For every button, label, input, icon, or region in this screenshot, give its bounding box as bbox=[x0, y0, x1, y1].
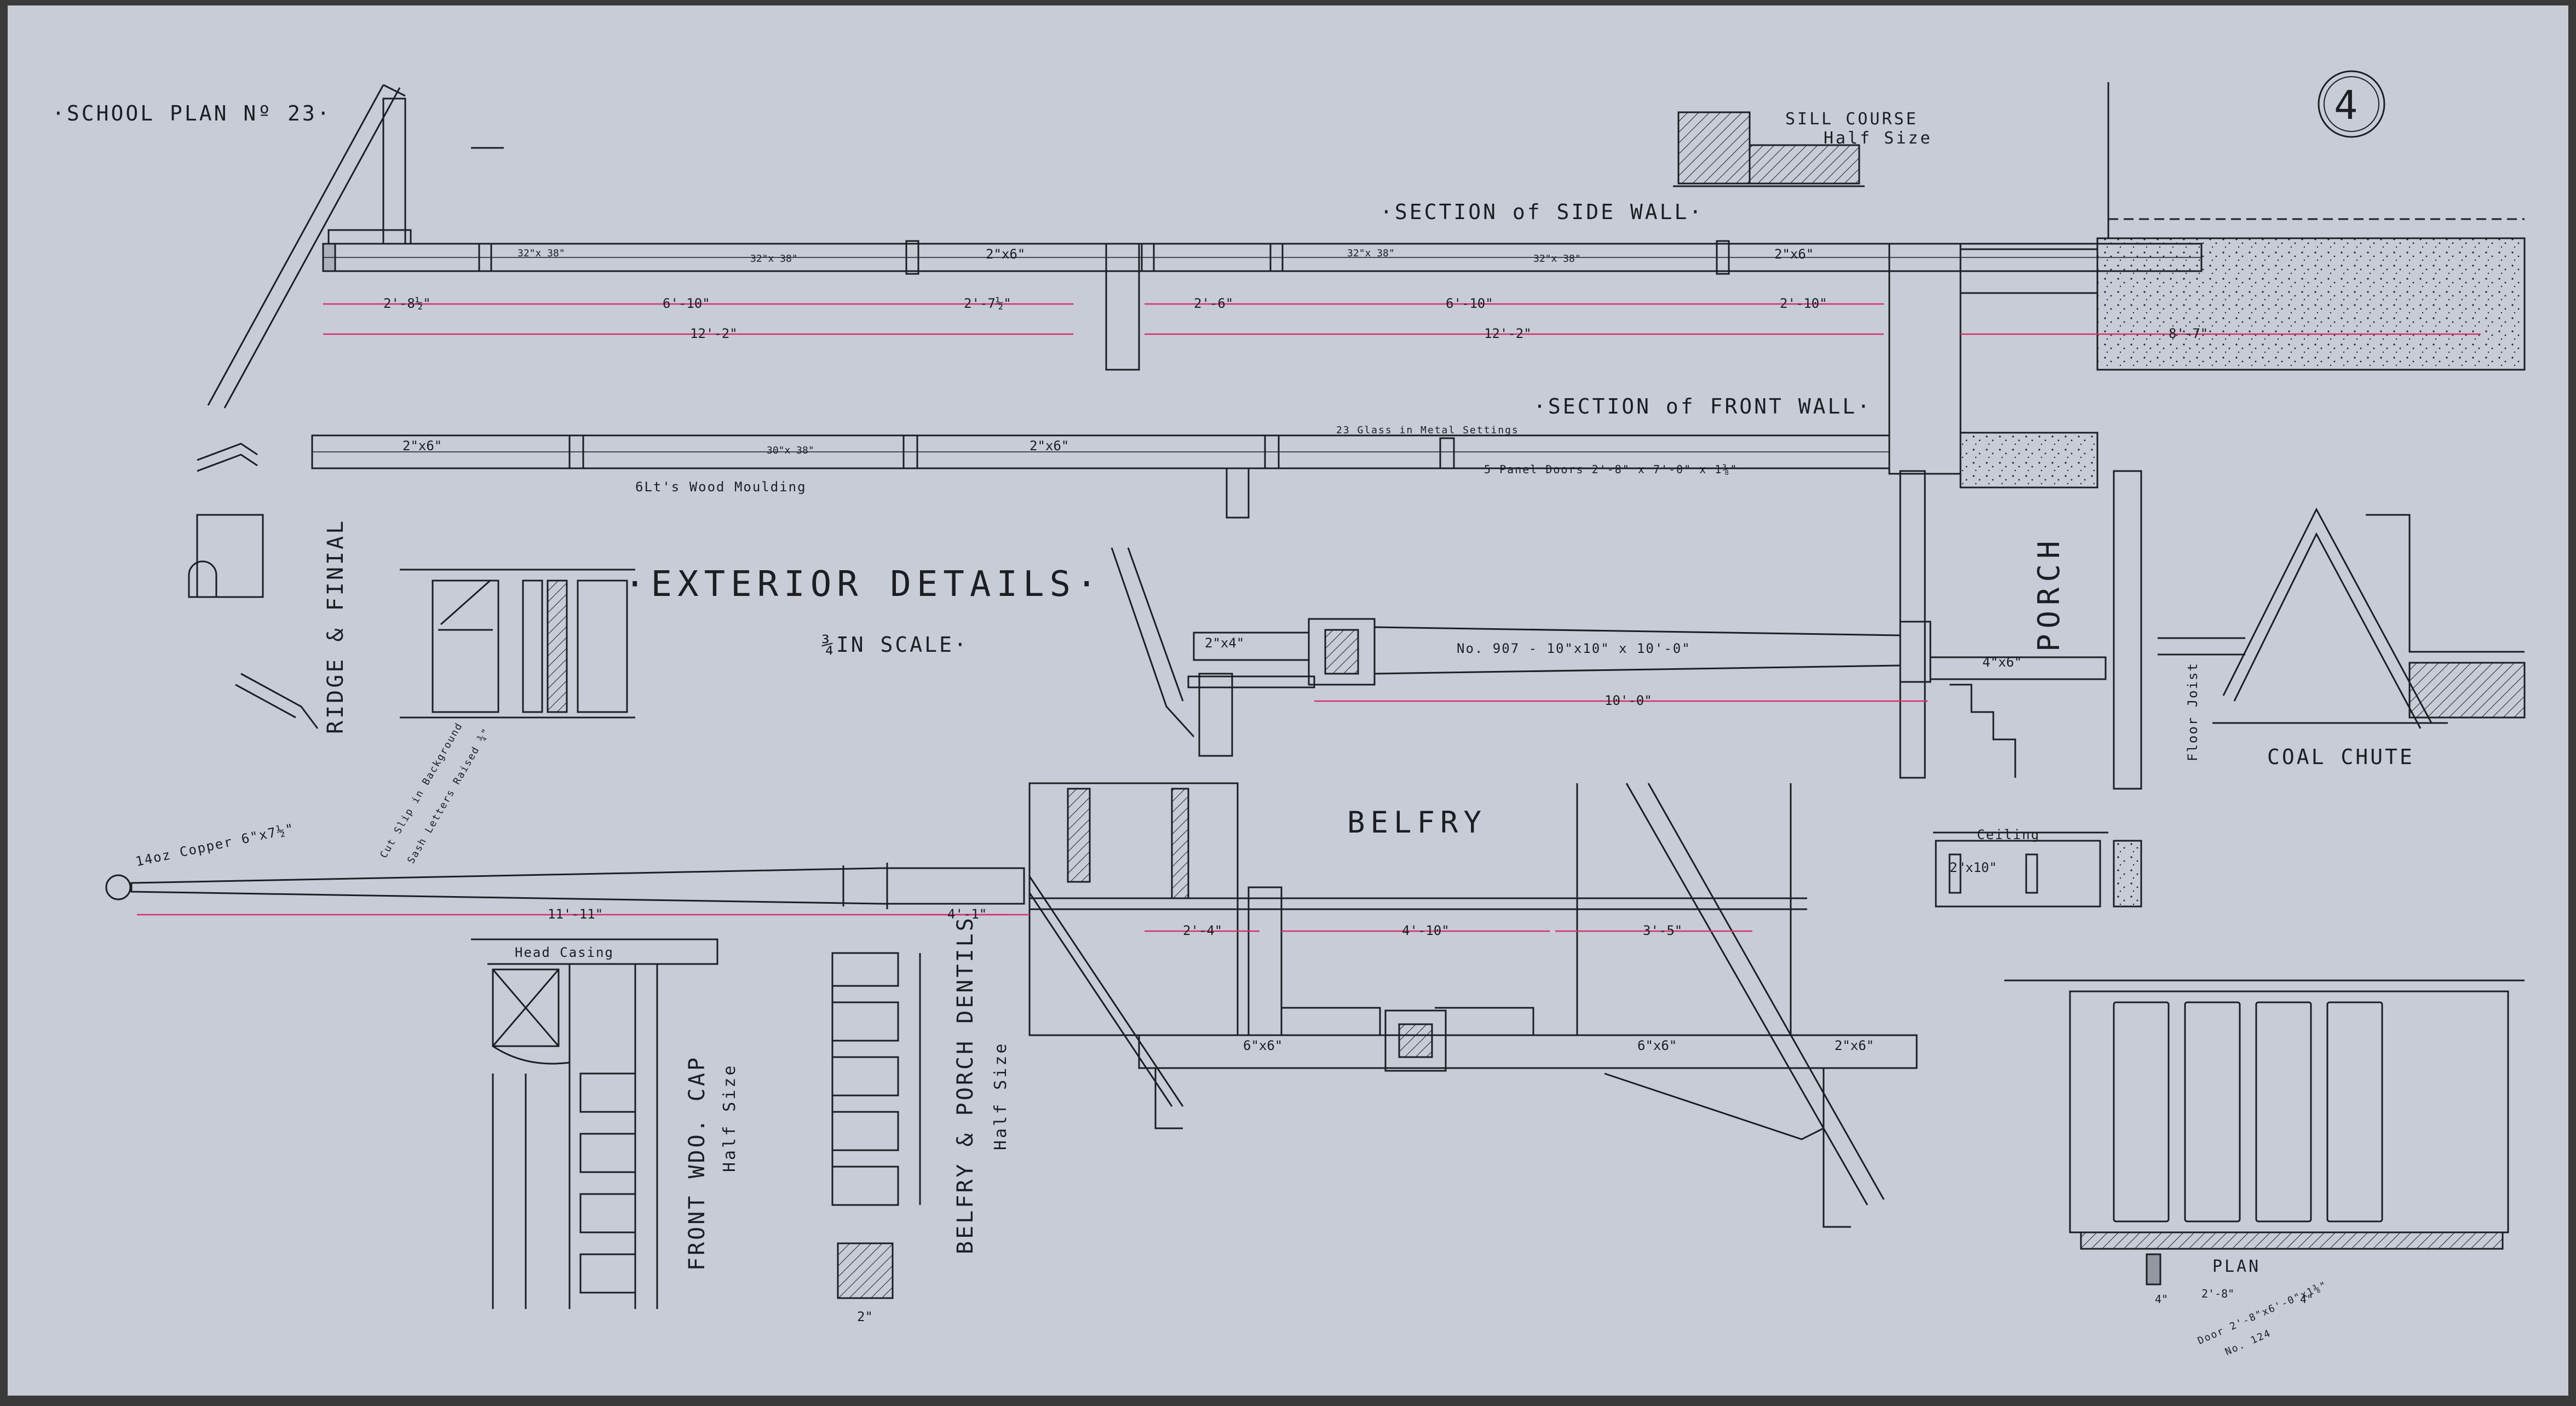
sheet-title: ·SCHOOL PLAN Nº 23· bbox=[52, 101, 332, 125]
finial-spire bbox=[105, 863, 1025, 909]
dentil-detail bbox=[831, 952, 921, 1299]
belfry-detail bbox=[1028, 782, 1918, 1228]
dim-column-length: 10'-0" bbox=[1605, 693, 1652, 708]
porch-eave bbox=[1111, 547, 2107, 778]
rafter-detail bbox=[207, 84, 504, 409]
sheet-number: 4 bbox=[2334, 82, 2358, 128]
porch-label: PORCH bbox=[2032, 535, 2066, 652]
dim-sash-5: 30"x 38" bbox=[767, 445, 814, 456]
dim-plan-2: 2'-8" bbox=[2201, 1287, 2235, 1300]
porch-column bbox=[1187, 618, 1931, 688]
dim-plan-1: 4" bbox=[2155, 1293, 2169, 1306]
scale-note: ¾IN SCALE· bbox=[821, 633, 969, 657]
sill-course-label: SILL COURSE bbox=[1785, 110, 1918, 129]
side-wall-label: ·SECTION of SIDE WALL· bbox=[1380, 200, 1704, 224]
dim-lumber-9: 2"x6" bbox=[1835, 1038, 1875, 1053]
column-note: No. 907 - 10"x10" x 10'-0" bbox=[1457, 641, 1691, 656]
dim-lumber-2: 2"x6" bbox=[1030, 438, 1070, 454]
dim-belfry-offset: 4'-1" bbox=[947, 906, 987, 922]
front-wall-section bbox=[311, 434, 2142, 790]
dim-side-total-right: 12'-2" bbox=[1484, 326, 1532, 341]
dim-sash-2: 32"x 38" bbox=[750, 253, 798, 265]
dim-side-5: 6'-10" bbox=[1446, 296, 1493, 311]
window-cap-label: FRONT WDO. CAP bbox=[685, 1055, 710, 1271]
porch-foundation bbox=[1959, 82, 2526, 489]
door-elevation bbox=[2004, 979, 2525, 1286]
window-cap-half-size: Half Size bbox=[720, 1063, 739, 1172]
dim-side-total-left: 12'-2" bbox=[690, 326, 738, 341]
belfry-label: BELFRY bbox=[1347, 805, 1487, 840]
dentils-label: BELFRY & PORCH DENTILS bbox=[953, 916, 978, 1254]
plan-label: PLAN bbox=[2212, 1257, 2261, 1276]
dim-lumber-6: 4"x6" bbox=[1982, 655, 2022, 670]
dim-sash-1: 32"x 38" bbox=[518, 248, 565, 259]
porch-ceiling-section bbox=[1933, 831, 2142, 908]
floor-joist-note: Floor Joist bbox=[2185, 662, 2200, 761]
panel-door-note: 5 Panel Doors 2'-8" x 7'-0" x 1⅜" bbox=[1484, 463, 1738, 476]
sill-course-detail bbox=[1673, 111, 1865, 187]
dim-sash-4: 32"x 38" bbox=[1533, 253, 1581, 265]
dim-porch-span: 8'-7" bbox=[2169, 326, 2209, 341]
dim-side-6: 2'-10" bbox=[1780, 296, 1827, 311]
sheet-number-circle bbox=[2318, 70, 2385, 138]
dim-lumber-5: 2"x10" bbox=[1950, 860, 1997, 875]
dim-belfry-a: 2'-4" bbox=[1183, 923, 1223, 938]
ornament-panel bbox=[400, 569, 635, 719]
ridge-finial-label: RIDGE & FINIAL bbox=[323, 518, 348, 734]
dim-side-2: 6'-10" bbox=[663, 296, 710, 311]
dim-lumber-3: 2"x6" bbox=[986, 246, 1026, 262]
dim-lumber-1: 2"x6" bbox=[403, 438, 442, 454]
coal-chute-detail bbox=[2158, 507, 2526, 729]
glass-note: 23 Glass in Metal Settings bbox=[1336, 424, 1519, 436]
dim-belfry-b: 4'-10" bbox=[1402, 923, 1450, 938]
dim-lumber-10: 2"x4" bbox=[1205, 635, 1245, 651]
wood-moulding-note: 6Lt's Wood Moulding bbox=[635, 479, 807, 495]
dim-side-3: 2'-7½" bbox=[964, 296, 1011, 311]
dim-finial-length: 11'-11" bbox=[548, 906, 603, 922]
dim-belfry-c: 3'-5" bbox=[1643, 923, 1683, 938]
sill-half-size: Half Size bbox=[1824, 129, 1933, 148]
dim-side-1: 2'-8½" bbox=[383, 296, 431, 311]
dim-side-4: 2'-6" bbox=[1194, 296, 1234, 311]
coal-chute-label: COAL CHUTE bbox=[2267, 745, 2414, 769]
dim-lumber-7: 6"x6" bbox=[1243, 1038, 1283, 1053]
front-wall-label: ·SECTION of FRONT WALL· bbox=[1533, 394, 1872, 418]
dim-lumber-4: 2"x6" bbox=[1774, 246, 1814, 262]
dim-plan-3: 4" bbox=[2300, 1293, 2314, 1306]
dimension-lines bbox=[137, 303, 2481, 932]
main-title: ·EXTERIOR DETAILS· bbox=[624, 564, 1103, 605]
dim-lumber-8: 6"x6" bbox=[1637, 1038, 1677, 1053]
ceiling-note: Ceiling bbox=[1977, 827, 2040, 842]
ridge-finial-detail bbox=[188, 443, 319, 729]
dim-sash-3: 32"x 38" bbox=[1347, 248, 1395, 259]
window-cap-detail bbox=[471, 938, 718, 1309]
dentils-half-size: Half Size bbox=[991, 1041, 1010, 1150]
head-casing-label: Head Casing bbox=[515, 945, 614, 960]
dim-dentil-bottom: 2" bbox=[857, 1309, 873, 1324]
